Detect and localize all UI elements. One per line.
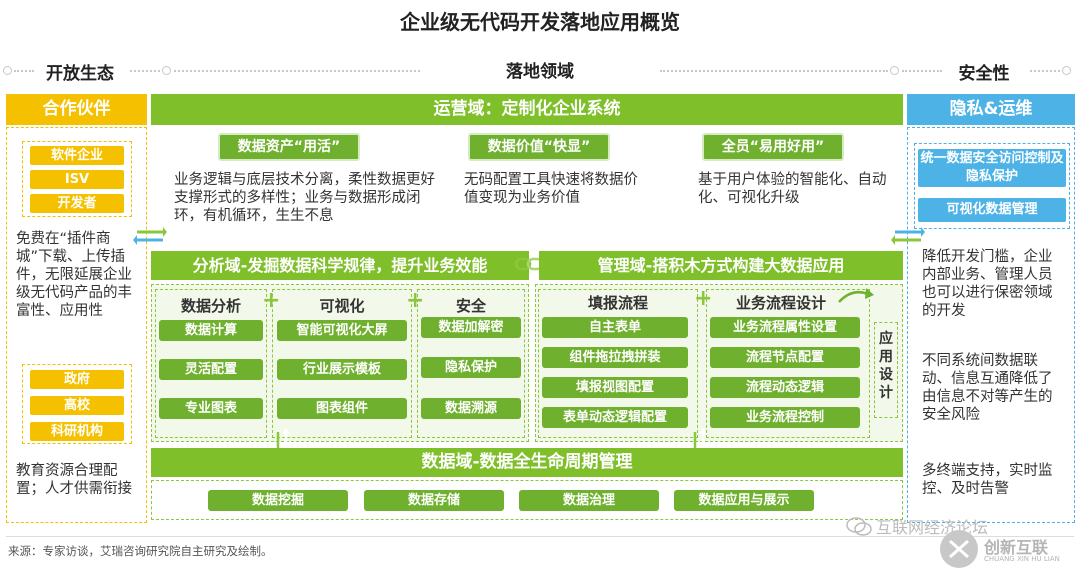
tag-software-company: 软件企业	[30, 146, 124, 165]
tag-flexible-config: 灵活配置	[159, 359, 263, 380]
tag-unified-access: 统一数据安全访问控制及隐私保护	[918, 149, 1066, 187]
tag-node-config: 流程节点配置	[710, 347, 860, 368]
tag-visual-data-mgmt: 可视化数据管理	[918, 198, 1066, 222]
header-divider-left	[14, 70, 34, 72]
page-title: 企业级无代码开发落地应用概览	[400, 10, 680, 34]
security-text-3: 多终端支持，实时监控、及时告警	[922, 463, 1053, 497]
brand-x-icon	[949, 539, 969, 559]
app-design-label: 应 用 设 计	[874, 330, 898, 402]
analysis-col-visualization	[272, 289, 412, 438]
manage-head-business-process: 业务流程设计	[735, 294, 826, 312]
tag-self-form: 自主表单	[542, 317, 688, 338]
header-divider-left2	[130, 70, 160, 72]
header-dot-right2	[1062, 66, 1071, 75]
tag-isv: ISV	[30, 170, 124, 189]
tag-data-trace: 数据溯源	[421, 398, 521, 419]
tag-pro-charts: 专业图表	[159, 398, 263, 419]
plus-icon: +	[262, 288, 281, 313]
tag-smart-screen: 智能可视化大屏	[277, 320, 407, 341]
header-landing-domain: 落地领域	[506, 62, 574, 82]
tag-fill-view-config: 填报视图配置	[542, 377, 688, 398]
manage-col-business-process	[706, 289, 870, 438]
curved-arrow-icon	[838, 288, 874, 303]
tag-process-dynamic-logic: 流程动态逻辑	[710, 377, 860, 398]
analysis-head-data-analysis: 数据分析	[180, 297, 241, 315]
tag-government: 政府	[30, 370, 124, 389]
ops-desc-data-asset: 业务逻辑与底层技术分离，柔性数据更好支撑形式的多样性；业务与数据形成闭环，有机循…	[174, 172, 435, 224]
ops-desc-data-value: 无码配置工具快速将数据价值变现为业务价值	[464, 172, 638, 206]
tag-data-governance: 数据治理	[519, 490, 659, 511]
app-design-char: 应	[879, 331, 893, 347]
tag-university: 高校	[30, 396, 124, 415]
header-security: 安全性	[958, 64, 1010, 84]
partners-panel	[6, 127, 147, 523]
partners-text-1: 免费在“插件商城”下载、上传插件，无限延展企业级无代码产品的丰富性、应用性	[16, 231, 132, 319]
header-dot-left2	[162, 66, 171, 75]
brand-sub: CHUANG XIN HU LIAN	[984, 555, 1060, 563]
ops-tag-data-value: 数据价值“快显”	[468, 133, 610, 161]
tag-form-dynamic-logic: 表单动态逻辑配置	[542, 407, 688, 428]
analysis-domain-bar: 分析域-发掘数据科学规律，提升业务效能	[151, 251, 529, 280]
header-dot-left	[3, 66, 12, 75]
app-design-char: 计	[879, 385, 893, 401]
tag-data-application: 数据应用与展示	[674, 490, 814, 511]
brand-name: 创新互联	[984, 538, 1049, 557]
partner-group-1	[22, 141, 132, 217]
header-open-ecosystem: 开放生态	[46, 64, 114, 84]
tag-data-compute: 数据计算	[159, 320, 263, 341]
footer-divider	[6, 536, 1074, 537]
tag-industry-template: 行业展示模板	[277, 359, 407, 380]
data-domain-bar: 数据域-数据全生命周期管理	[151, 448, 903, 477]
tag-process-control: 业务流程控制	[710, 407, 860, 428]
manage-head-fill-process: 填报流程	[587, 294, 648, 312]
security-text-1: 降低开发门槛，企业内部业务、管理人员也可以进行保密领域的开发	[922, 249, 1053, 319]
exchange-arrows-right-icon	[891, 227, 925, 245]
ops-domain-bar: 运营域：定制化企业系统	[151, 94, 903, 125]
wechat-icon	[846, 517, 872, 536]
tag-chart-component: 图表组件	[277, 398, 407, 419]
tag-drag-assemble: 组件拖拉拽拼装	[542, 347, 688, 368]
partners-text-2: 教育资源合理配置；人才供需衔接	[16, 463, 132, 497]
tag-encryption: 数据加解密	[421, 317, 521, 338]
tag-research-institute: 科研机构	[30, 422, 124, 441]
analysis-col-security	[417, 289, 525, 438]
analysis-col-data-analysis	[155, 289, 267, 438]
header-divider-center-r	[660, 70, 888, 72]
app-design-box	[874, 322, 898, 418]
app-design-char: 用	[879, 349, 893, 365]
data-domain-panel	[151, 480, 903, 520]
partner-group-2	[22, 364, 132, 444]
privacy-tag-box	[914, 143, 1070, 229]
analysis-head-visualization: 可视化	[319, 297, 365, 315]
tag-process-attr: 业务流程属性设置	[710, 317, 860, 338]
header-dot-right	[890, 66, 899, 75]
app-design-char: 设	[879, 367, 893, 383]
ops-tag-easy-use: 全员“易用好用”	[702, 133, 844, 161]
tag-developer: 开发者	[30, 194, 124, 213]
manage-col-fill-process	[538, 289, 698, 438]
exchange-arrows-left-icon	[133, 227, 167, 245]
manage-domain-bar: 管理域-搭积木方式构建大数据应用	[539, 251, 903, 280]
plus-icon: +	[406, 288, 425, 313]
privacy-ops-panel	[907, 127, 1075, 523]
tag-privacy: 隐私保护	[421, 357, 521, 378]
header-divider-right	[902, 70, 942, 72]
privacy-ops-bar: 隐私&运维	[907, 94, 1075, 125]
ops-tag-data-asset: 数据资产“用活”	[218, 133, 360, 161]
ops-desc-easy-use: 基于用户体验的智能化、自动化、可视化升级	[698, 172, 887, 206]
header-divider-center-l	[174, 70, 420, 72]
plus-icon: +	[694, 286, 713, 311]
header-divider-right2	[1030, 70, 1060, 72]
tag-data-mining: 数据挖掘	[208, 490, 348, 511]
tag-data-storage: 数据存储	[364, 490, 504, 511]
security-text-2: 不同系统间数据联动、信息互通降低了由信息不对等产生的安全风险	[922, 353, 1053, 423]
analysis-head-security: 安全	[455, 297, 486, 315]
source-note: 来源：专家访谈，艾瑞咨询研究院自主研究及绘制。	[8, 544, 273, 558]
partners-bar: 合作伙伴	[6, 94, 147, 125]
